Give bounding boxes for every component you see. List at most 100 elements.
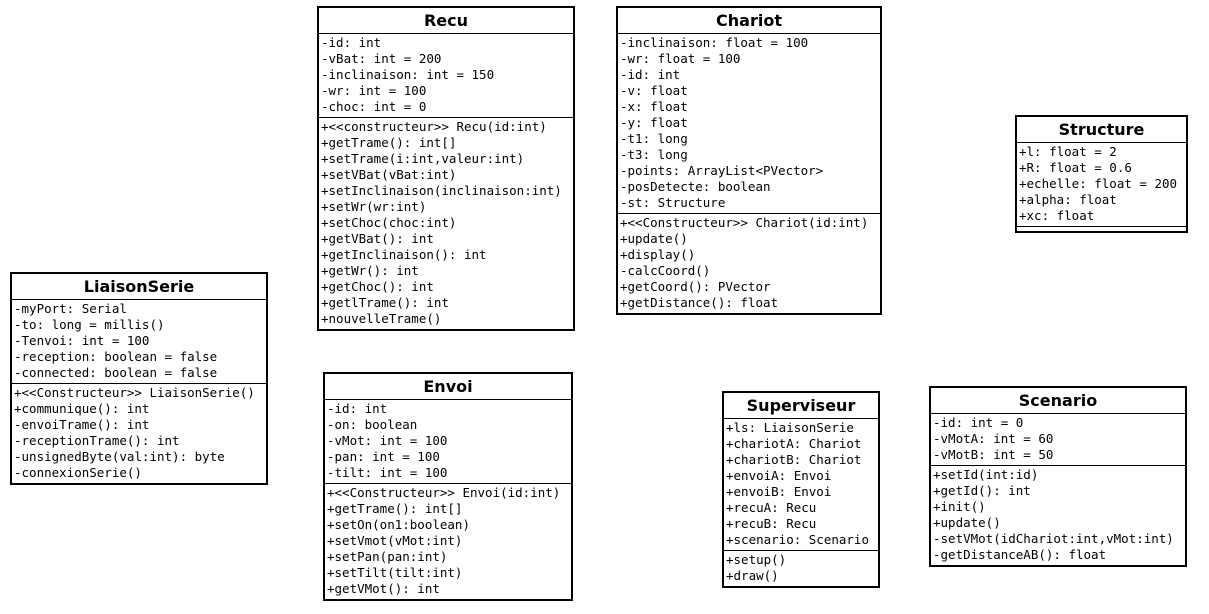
attribute: +recuB: Recu (726, 516, 817, 531)
attribute: -id: int (620, 67, 681, 82)
attribute: -x: float (620, 99, 688, 114)
method: -receptionTrame(): int (14, 433, 180, 448)
attribute: +l: float = 2 (1019, 144, 1117, 159)
method: +<<Constructeur>> LiaisonSerie() (14, 385, 255, 400)
method: +getTrame(): int[] (321, 135, 457, 150)
method: +update() (933, 515, 1001, 530)
attribute: -posDetecte: boolean (620, 179, 771, 194)
methods-section: +setId(int:id)+getId(): int+init()+updat… (931, 465, 1185, 565)
attribute: +recuA: Recu (726, 500, 817, 515)
attribute: -myPort: Serial (14, 301, 127, 316)
class-name: Superviseur (724, 393, 878, 419)
method: +<<Constructeur>> Chariot(id:int) (620, 215, 869, 230)
attribute: -connected: boolean = false (14, 365, 218, 380)
attribute: +envoiB: Envoi (726, 484, 832, 499)
attribute: -wr: int = 100 (321, 83, 427, 98)
attribute: +envoiA: Envoi (726, 468, 832, 483)
attributes-section: -id: int = 0-vMotA: int = 60-vMotB: int … (931, 414, 1185, 465)
attribute: -y: float (620, 115, 688, 130)
attribute: -id: int = 0 (933, 415, 1024, 430)
class-name: Recu (319, 8, 573, 34)
class-liaisonserie: LiaisonSerie-myPort: Serial-to: long = m… (10, 272, 268, 485)
attribute: +ls: LiaisonSerie (726, 420, 854, 435)
attribute: -tilt: int = 100 (327, 465, 448, 480)
attribute: +chariotA: Chariot (726, 436, 862, 451)
attribute: +xc: float (1019, 208, 1095, 223)
class-scenario: Scenario-id: int = 0-vMotA: int = 60-vMo… (929, 386, 1187, 567)
attributes-section: -id: int-vBat: int = 200-inclinaison: in… (319, 34, 573, 117)
attribute: -t1: long (620, 131, 688, 146)
attribute: +alpha: float (1019, 192, 1117, 207)
class-structure: Structure+l: float = 2+R: float = 0.6+ec… (1015, 115, 1188, 233)
method: +getId(): int (933, 483, 1031, 498)
attribute: -inclinaison: float = 100 (620, 35, 809, 50)
method: +setTilt(tilt:int) (327, 565, 463, 580)
methods-section: +<<Constructeur>> LiaisonSerie()+communi… (12, 383, 266, 483)
method: +init() (933, 499, 986, 514)
methods-section: +<<Constructeur>> Chariot(id:int)+update… (618, 213, 880, 313)
method: +getlTrame(): int (321, 295, 449, 310)
method: +draw() (726, 568, 779, 583)
attribute: -inclinaison: int = 150 (321, 67, 495, 82)
attributes-section: -inclinaison: float = 100-wr: float = 10… (618, 34, 880, 213)
method: +getTrame(): int[] (327, 501, 463, 516)
method: +setChoc(choc:int) (321, 215, 457, 230)
method: +getWr(): int (321, 263, 419, 278)
class-superviseur: Superviseur+ls: LiaisonSerie+chariotA: C… (722, 391, 880, 588)
class-envoi: Envoi-id: int-on: boolean-vMot: int = 10… (323, 372, 573, 601)
methods-section: +setup()+draw() (724, 550, 878, 586)
method: -unsignedByte(val:int): byte (14, 449, 225, 464)
method: +setWr(wr:int) (321, 199, 427, 214)
attribute: -to: long = millis() (14, 317, 165, 332)
method: +setVBat(vBat:int) (321, 167, 457, 182)
attribute: -pan: int = 100 (327, 449, 440, 464)
attribute: -id: int (327, 401, 388, 416)
attribute: -t3: long (620, 147, 688, 162)
method: +getVMot(): int (327, 581, 440, 596)
method: +communique(): int (14, 401, 150, 416)
attribute: +R: float = 0.6 (1019, 160, 1132, 175)
method: +getVBat(): int (321, 231, 434, 246)
attribute: -vBat: int = 200 (321, 51, 442, 66)
class-chariot: Chariot-inclinaison: float = 100-wr: flo… (616, 6, 882, 315)
attribute: -vMotA: int = 60 (933, 431, 1054, 446)
method: +nouvelleTrame() (321, 311, 442, 326)
methods-section: +<<Constructeur>> Envoi(id:int)+getTrame… (325, 483, 571, 599)
method: +setPan(pan:int) (327, 549, 448, 564)
attribute: +scenario: Scenario (726, 532, 869, 547)
attribute: -st: Structure (620, 195, 726, 210)
method: +getCoord(): PVector (620, 279, 771, 294)
class-name: Structure (1017, 117, 1186, 143)
method: -setVMot(idChariot:int,vMot:int) (933, 531, 1174, 546)
method: -envoiTrame(): int (14, 417, 150, 432)
attribute: -on: boolean (327, 417, 418, 432)
class-recu: Recu-id: int-vBat: int = 200-inclinaison… (317, 6, 575, 331)
method: +display() (620, 247, 696, 262)
method: +update() (620, 231, 688, 246)
method: +setInclinaison(inclinaison:int) (321, 183, 562, 198)
attribute: +echelle: float = 200 (1019, 176, 1178, 191)
attributes-section: -id: int-on: boolean-vMot: int = 100-pan… (325, 400, 571, 483)
attributes-section: +ls: LiaisonSerie+chariotA: Chariot+char… (724, 419, 878, 550)
attribute: -v: float (620, 83, 688, 98)
attribute: -vMotB: int = 50 (933, 447, 1054, 462)
class-name: LiaisonSerie (12, 274, 266, 300)
attribute: -wr: float = 100 (620, 51, 741, 66)
attribute: -Tenvoi: int = 100 (14, 333, 150, 348)
attribute: -vMot: int = 100 (327, 433, 448, 448)
methods-section: +<<constructeur>> Recu(id:int)+getTrame(… (319, 117, 573, 329)
attribute: -id: int (321, 35, 382, 50)
method: +setup() (726, 552, 787, 567)
class-name: Chariot (618, 8, 880, 34)
method: -getDistanceAB(): float (933, 547, 1107, 562)
attribute: -choc: int = 0 (321, 99, 427, 114)
method: +getDistance(): float (620, 295, 779, 310)
method: +setOn(on1:boolean) (327, 517, 470, 532)
method: +getChoc(): int (321, 279, 434, 294)
attributes-section: +l: float = 2+R: float = 0.6+echelle: fl… (1017, 143, 1186, 226)
class-name: Scenario (931, 388, 1185, 414)
attribute: -reception: boolean = false (14, 349, 218, 364)
methods-section (1017, 226, 1186, 231)
method: +<<Constructeur>> Envoi(id:int) (327, 485, 561, 500)
method: +setVmot(vMot:int) (327, 533, 463, 548)
